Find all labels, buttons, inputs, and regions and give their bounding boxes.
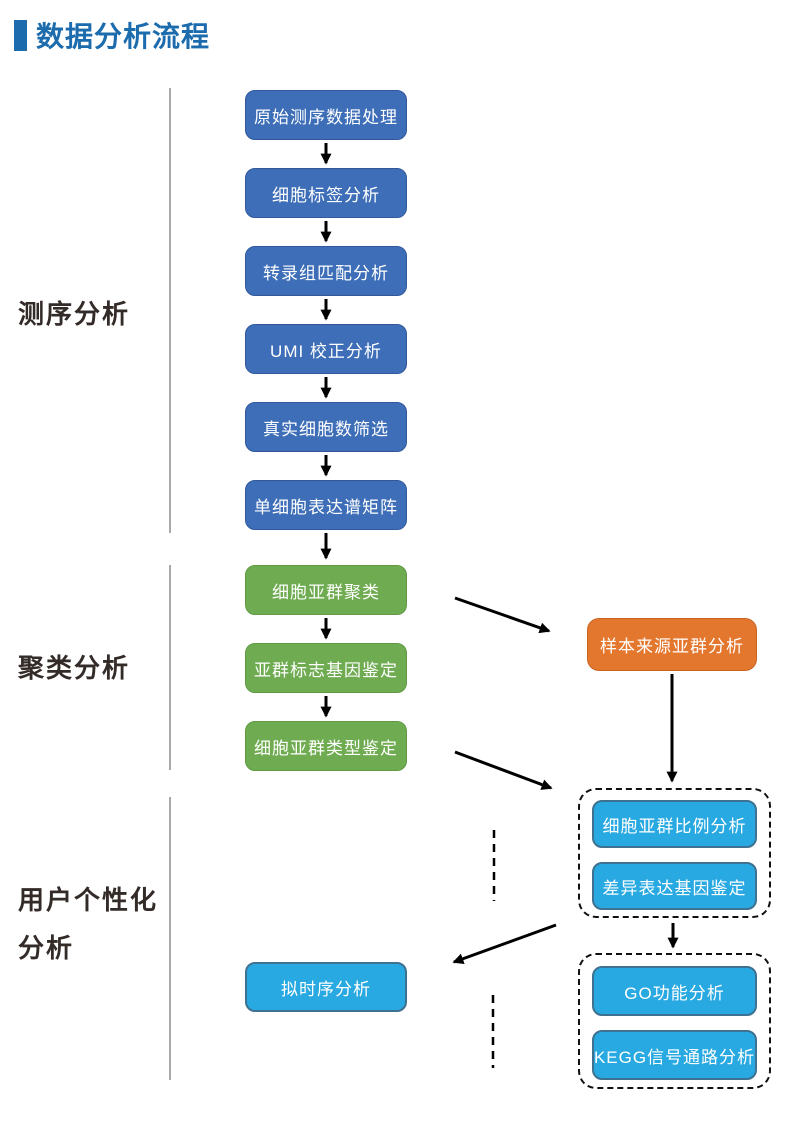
step-differential-expression-gene-identification: 差异表达基因鉴定 [592, 862, 757, 910]
step-cell-barcode-analysis: 细胞标签分析 [245, 168, 407, 218]
step-raw-sequencing-data-processing: 原始测序数据处理 [245, 90, 407, 140]
section-label-sequencing: 测序分析 [18, 299, 131, 329]
section-label-clustering: 聚类分析 [18, 653, 131, 683]
section-divider-clustering [169, 565, 171, 770]
step-go-function-analysis: GO功能分析 [592, 966, 757, 1016]
step-cell-subgroup-clustering: 细胞亚群聚类 [245, 565, 407, 615]
personalized-group-proportion-diff: 细胞亚群比例分析 差异表达基因鉴定 [578, 788, 771, 918]
step-sample-source-subgroup-analysis: 样本来源亚群分析 [587, 618, 757, 671]
title-accent-bar [14, 19, 27, 51]
section-label-personalized-line2: 分析 [18, 933, 75, 963]
step-pseudotime-analysis: 拟时序分析 [245, 962, 407, 1012]
step-kegg-pathway-analysis: KEGG信号通路分析 [592, 1030, 757, 1080]
step-cell-subgroup-type-identification: 细胞亚群类型鉴定 [245, 721, 407, 771]
section-divider-sequencing [169, 88, 171, 533]
arrow-group1-to-pseudotime [452, 923, 557, 964]
section-label-personalized-line1: 用户个性化 [18, 885, 159, 915]
page-title: 数据分析流程 [36, 21, 211, 52]
step-umi-correction: UMI 校正分析 [245, 324, 407, 374]
step-transcriptome-matching: 转录组匹配分析 [245, 246, 407, 296]
personalized-group-go-kegg: GO功能分析 KEGG信号通路分析 [578, 953, 771, 1089]
page-header: 数据分析流程 [14, 15, 210, 55]
arrow-clustering-to-sample-source [454, 596, 551, 634]
step-single-cell-expression-matrix: 单细胞表达谱矩阵 [245, 480, 407, 530]
step-cell-subgroup-proportion-analysis: 细胞亚群比例分析 [592, 800, 757, 848]
step-real-cell-filtering: 真实细胞数筛选 [245, 402, 407, 452]
step-subgroup-marker-gene-identification: 亚群标志基因鉴定 [245, 643, 407, 693]
arrow-type-identification-to-group1 [454, 750, 553, 790]
section-divider-personalized [169, 797, 171, 1080]
